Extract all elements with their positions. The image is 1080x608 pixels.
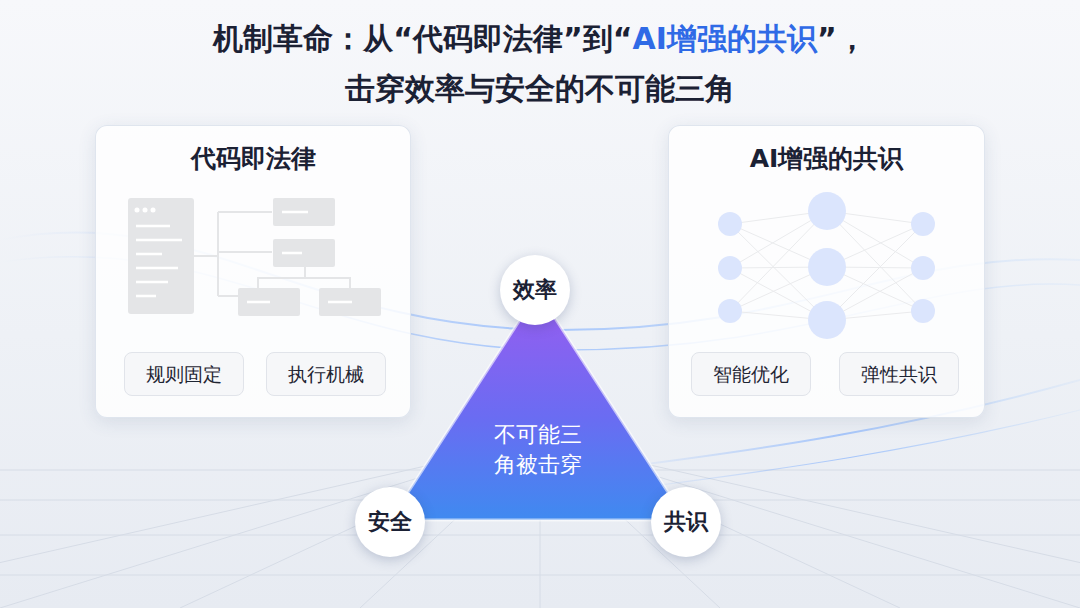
panel-heading: AI增强的共识 [669,142,984,175]
feature-tag: 规则固定 [124,352,244,396]
node-label: 规则固定 [139,353,229,395]
concept-panel: AI增强的共识智能优化 弹性共识 [668,125,985,418]
node-label: 共识 [664,507,708,537]
node-label: 不可能三 角被击穿 [488,420,588,480]
node-label: 效率 [513,275,557,305]
node-label: 智能优化 [706,353,796,395]
title-highlight: AI增强的共识 [633,21,817,56]
title-text: 机制革命：从“代码即法律”到“AI增强的共识”， 击穿效率与安全的不可能三角 [140,14,940,114]
vertex-circle: 共识 [651,487,721,557]
vertex-circle: 效率 [500,255,570,325]
node-label: 弹性共识 [854,353,944,395]
node-label: 安全 [368,507,412,537]
feature-tag: 弹性共识 [839,352,959,396]
feature-tag: 执行机械 [266,352,386,396]
feature-tag: 智能优化 [691,352,811,396]
node-label: 执行机械 [281,353,371,395]
concept-panel: 代码即法律规则固定 执行机械 [95,125,411,418]
panel-heading: 代码即法律 [96,142,410,175]
vertex-circle: 安全 [355,487,425,557]
